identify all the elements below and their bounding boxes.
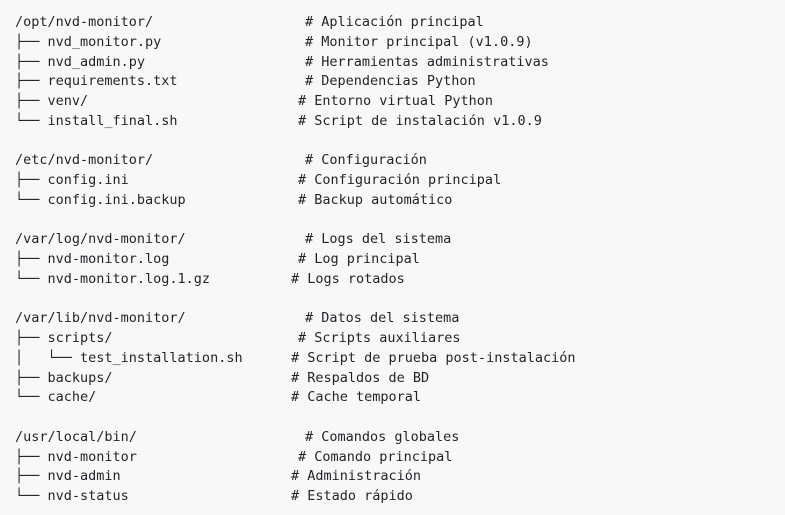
tree-line: /var/log/nvd-monitor/ # Logs del sistema bbox=[15, 230, 785, 250]
tree-path: ├── config.ini bbox=[15, 172, 129, 188]
tree-comment: # Scripts auxiliares bbox=[298, 330, 461, 346]
tree-comment: # Dependencias Python bbox=[305, 73, 476, 90]
tree-comment: # Monitor principal (v1.0.9) bbox=[305, 33, 533, 50]
tree-path: /usr/local/bin/ bbox=[15, 428, 137, 445]
tree-line: ├── backups/ # Respaldos de BD bbox=[15, 369, 785, 389]
tree-path: /var/lib/nvd-monitor/ bbox=[15, 310, 186, 327]
blank-line bbox=[15, 408, 785, 428]
tree-comment: # Configuración principal bbox=[298, 172, 502, 188]
tree-path: ├── nvd-monitor bbox=[15, 448, 137, 465]
tree-path: ├── nvd_admin.py bbox=[15, 53, 146, 70]
tree-path: ├── venv/ bbox=[15, 93, 89, 109]
tree-path: └── nvd-status bbox=[15, 488, 129, 504]
tree-comment: # Herramientas administrativas bbox=[305, 53, 549, 70]
tree-comment: # Logs rotados bbox=[291, 270, 405, 287]
tree-path: ├── backups/ bbox=[15, 369, 113, 386]
tree-comment: # Backup automático bbox=[298, 191, 453, 208]
blank-line bbox=[15, 132, 785, 152]
tree-comment: # Configuración bbox=[305, 152, 427, 169]
tree-comment: # Datos del sistema bbox=[305, 310, 460, 327]
tree-comment: # Comandos globales bbox=[305, 428, 460, 445]
tree-line: └── nvd-monitor.log.1.gz # Logs rotados bbox=[15, 270, 785, 290]
tree-comment: # Aplicación principal bbox=[305, 14, 484, 30]
blank-line bbox=[15, 211, 785, 231]
tree-line: ├── nvd-monitor # Comando principal bbox=[15, 448, 785, 468]
tree-path: └── nvd-monitor.log.1.gz bbox=[15, 270, 211, 287]
tree-path: └── cache/ bbox=[15, 389, 97, 406]
tree-line: └── install_final.sh # Script de instalac… bbox=[15, 112, 785, 132]
tree-line: ├── config.ini # Configuración principal bbox=[15, 171, 785, 191]
tree-comment: # Estado rápido bbox=[291, 488, 413, 504]
tree-comment: # Log principal bbox=[298, 251, 420, 267]
tree-comment: # Comando principal bbox=[298, 448, 453, 465]
tree-line: /var/lib/nvd-monitor/ # Datos del sistema bbox=[15, 309, 785, 329]
tree-line: ├── requirements.txt # Dependencias Pytho… bbox=[15, 72, 785, 92]
tree-path: /var/log/nvd-monitor/ bbox=[15, 231, 186, 248]
tree-line: ├── venv/ # Entorno virtual Python bbox=[15, 92, 785, 112]
tree-line: │ └── test_installation.sh # Script de pr… bbox=[15, 349, 785, 369]
tree-line: ├── nvd_admin.py # Herramientas administr… bbox=[15, 53, 785, 73]
tree-path: ├── scripts/ bbox=[15, 330, 113, 346]
tree-path: /opt/nvd-monitor/ bbox=[15, 14, 154, 30]
tree-comment: # Respaldos de BD bbox=[291, 369, 430, 386]
tree-line: └── cache/ # Cache temporal bbox=[15, 388, 785, 408]
tree-path: ├── requirements.txt bbox=[15, 73, 178, 90]
tree-path: ├── nvd_monitor.py bbox=[15, 33, 162, 50]
tree-line: /etc/nvd-monitor/ # Configuración bbox=[15, 151, 785, 171]
tree-line: └── config.ini.backup # Backup automático bbox=[15, 191, 785, 211]
blank-line bbox=[15, 290, 785, 310]
tree-line: ├── nvd-monitor.log # Log principal bbox=[15, 250, 785, 270]
tree-path: /etc/nvd-monitor/ bbox=[15, 152, 154, 169]
tree-path: └── config.ini.backup bbox=[15, 191, 186, 208]
tree-path: └── install_final.sh bbox=[15, 112, 178, 129]
tree-path: │ └── test_installation.sh bbox=[15, 349, 243, 366]
tree-line: ├── scripts/ # Scripts auxiliares bbox=[15, 329, 785, 349]
tree-comment: # Cache temporal bbox=[291, 389, 422, 406]
tree-line: └── nvd-status # Estado rápido bbox=[15, 487, 785, 507]
tree-line: /opt/nvd-monitor/ # Aplicación principal bbox=[15, 13, 785, 33]
tree-line: /usr/local/bin/ # Comandos globales bbox=[15, 428, 785, 448]
tree-line: ├── nvd_monitor.py # Monitor principal (v… bbox=[15, 33, 785, 53]
tree-comment: # Script de prueba post-instalación bbox=[291, 349, 576, 366]
tree-line: ├── nvd-admin # Administración bbox=[15, 467, 785, 487]
tree-comment: # Script de instalación v1.0.9 bbox=[298, 112, 542, 129]
tree-comment: # Entorno virtual Python bbox=[298, 93, 494, 109]
tree-comment: # Administración bbox=[291, 468, 422, 485]
tree-path: ├── nvd-admin bbox=[15, 468, 121, 485]
tree-comment: # Logs del sistema bbox=[305, 231, 452, 248]
tree-path: ├── nvd-monitor.log bbox=[15, 251, 170, 267]
